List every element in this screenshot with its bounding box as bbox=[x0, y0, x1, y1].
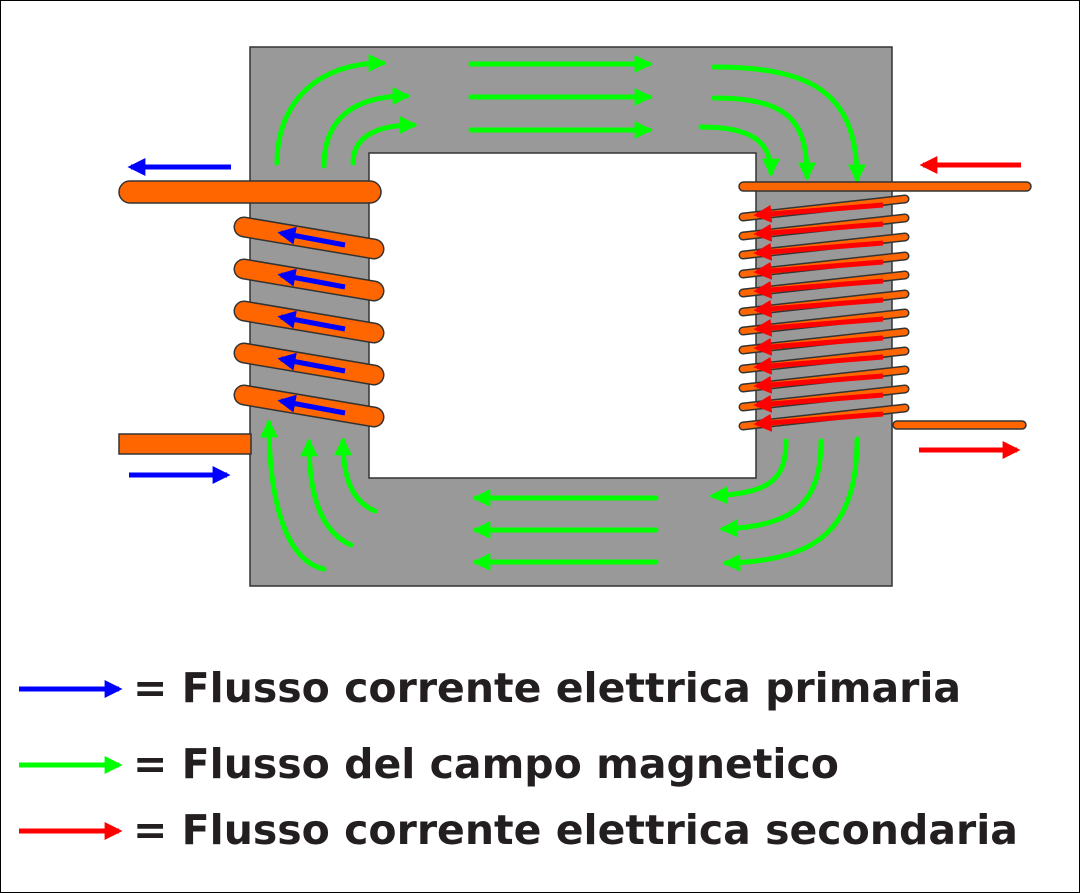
flux-arrow-top-right-middle bbox=[711, 95, 816, 181]
secondary-current-arrow bbox=[753, 411, 884, 432]
primary-current-arrows bbox=[277, 226, 346, 416]
primary-lead-bottom bbox=[118, 433, 252, 455]
legend-item-secondary: = Flusso corrente elettrica secondaria bbox=[19, 806, 1018, 854]
flux-arrow-bottom-right-outer bbox=[722, 436, 860, 572]
secondary-current-arrow bbox=[753, 354, 884, 375]
secondary-current-arrow bbox=[753, 259, 884, 280]
flux-arrow-top-left-outer bbox=[274, 54, 387, 166]
legend-item-primary: = Flusso corrente elettrica primaria bbox=[19, 664, 961, 712]
primary-current-arrow bbox=[277, 268, 346, 290]
flux-arrow-bottom-left-middle bbox=[300, 438, 354, 548]
secondary-current-arrow bbox=[753, 221, 884, 242]
primary-current-arrow bbox=[277, 352, 346, 374]
flux-arrow-top-left-middle bbox=[321, 87, 411, 169]
secondary-current-arrow bbox=[753, 202, 884, 223]
primary-current-arrow bbox=[277, 310, 346, 332]
secondary-current-arrow bbox=[753, 335, 884, 356]
secondary-current-arrow bbox=[753, 297, 884, 318]
flux-arrow-top-right-outer bbox=[711, 64, 866, 183]
flux-arrow-top-left-inner bbox=[350, 116, 418, 166]
magnetic-flux-arrows bbox=[260, 54, 866, 572]
primary-current-arrow bbox=[277, 394, 346, 416]
flux-arrow-bottom-left-outer bbox=[260, 419, 327, 572]
secondary-current-arrow bbox=[753, 316, 884, 337]
legend-item-magnetic: = Flusso del campo magnetico bbox=[19, 740, 839, 788]
legend: = Flusso corrente elettrica primaria = F… bbox=[19, 664, 1018, 854]
secondary-current-arrow bbox=[753, 373, 884, 394]
secondary-winding bbox=[738, 156, 1032, 459]
flux-arrow-bottom-right-inner bbox=[709, 438, 789, 505]
secondary-lead-bottom bbox=[892, 420, 1027, 430]
secondary-current-arrow bbox=[753, 392, 884, 413]
primary-lead-top bbox=[118, 180, 382, 204]
secondary-current-arrow bbox=[753, 278, 884, 299]
legend-primary-label: = Flusso corrente elettrica primaria bbox=[133, 664, 961, 712]
secondary-current-arrow bbox=[753, 240, 884, 261]
primary-winding bbox=[118, 158, 385, 484]
secondary-lead-top bbox=[738, 181, 1032, 192]
flux-arrow-top-right-inner bbox=[698, 124, 780, 177]
legend-secondary-label: = Flusso corrente elettrica secondaria bbox=[133, 806, 1018, 854]
primary-current-arrow bbox=[277, 226, 346, 248]
secondary-current-arrows bbox=[753, 202, 884, 432]
flux-arrow-bottom-left-inner bbox=[334, 437, 378, 514]
legend-magnetic-label: = Flusso del campo magnetico bbox=[133, 740, 839, 788]
flux-arrow-bottom-right-middle bbox=[719, 438, 824, 538]
